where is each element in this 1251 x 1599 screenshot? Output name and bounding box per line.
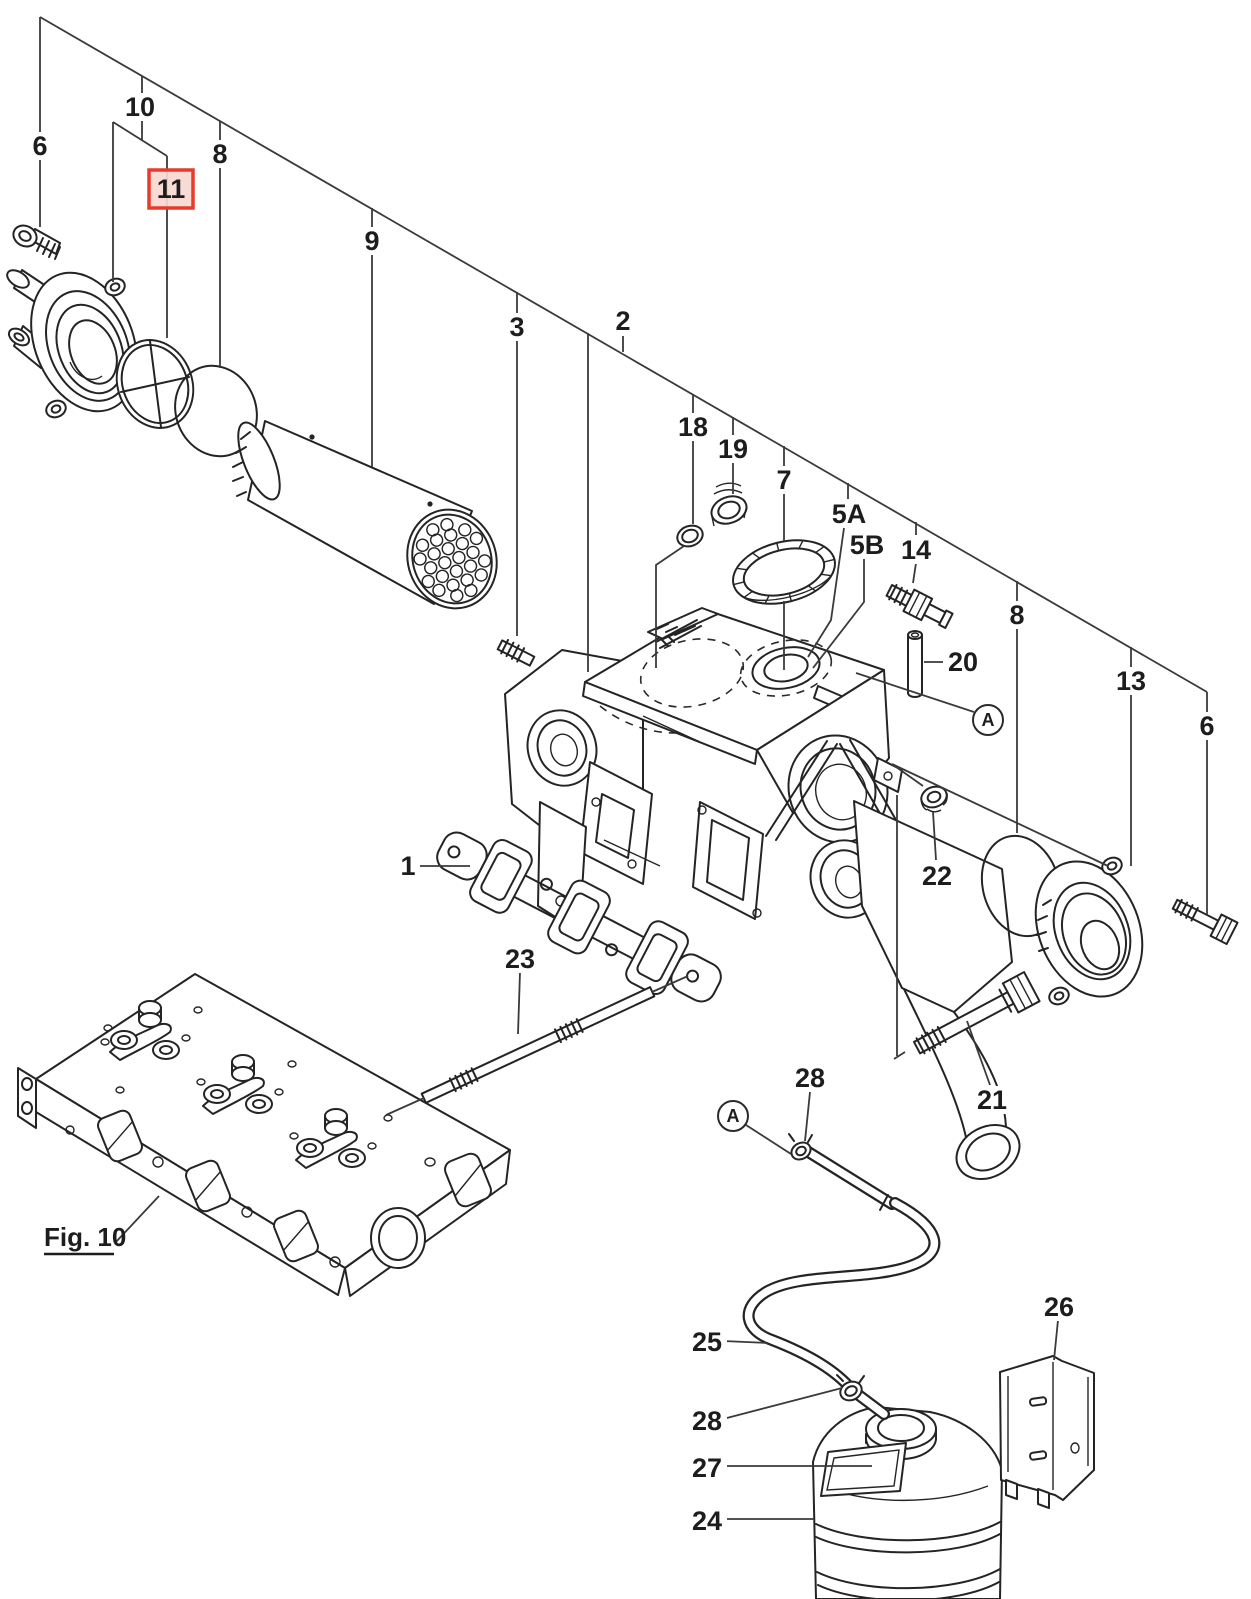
rocker-cluster bbox=[196, 1054, 284, 1115]
callout-label-28-lower[interactable]: 28 bbox=[692, 1406, 722, 1436]
callout-11[interactable]: 11 bbox=[147, 168, 195, 210]
part-plug-19 bbox=[710, 482, 748, 527]
callout-6-left[interactable]: 6 bbox=[28, 131, 52, 161]
callout-label-26[interactable]: 26 bbox=[1044, 1292, 1074, 1322]
callout-label-3[interactable]: 3 bbox=[509, 312, 524, 342]
callout-14[interactable]: 14 bbox=[896, 535, 936, 565]
callout-label-5B[interactable]: 5B bbox=[850, 530, 885, 560]
hose-clamp-lower bbox=[836, 1374, 865, 1402]
callout-8-right[interactable]: 8 bbox=[1005, 600, 1029, 630]
callout-label-25[interactable]: 25 bbox=[692, 1327, 722, 1357]
callout-label-19[interactable]: 19 bbox=[718, 434, 748, 464]
callout-24[interactable]: 24 bbox=[687, 1506, 727, 1536]
callout-1[interactable]: 1 bbox=[396, 851, 420, 881]
view-marker-circle bbox=[717, 1100, 749, 1132]
callout-5B[interactable]: 5B bbox=[847, 530, 887, 560]
part-hose-and-pipe bbox=[742, 1133, 941, 1420]
callout-25[interactable]: 25 bbox=[687, 1327, 727, 1357]
callout-label-8-left[interactable]: 8 bbox=[212, 139, 227, 169]
part-packing-ring-18 bbox=[676, 524, 704, 548]
callout-label-6-right[interactable]: 6 bbox=[1199, 711, 1214, 741]
part-reserve-tank bbox=[812, 1406, 1003, 1599]
view-marker-label: A bbox=[982, 710, 995, 730]
callout-label-13[interactable]: 13 bbox=[1116, 666, 1146, 696]
part-o-ring-left bbox=[174, 364, 258, 458]
callout-19[interactable]: 19 bbox=[713, 434, 753, 464]
callout-label-5A[interactable]: 5A bbox=[832, 499, 867, 529]
callout-10[interactable]: 10 bbox=[120, 92, 160, 122]
callout-9[interactable]: 9 bbox=[360, 226, 384, 256]
part-oil-cooler-core bbox=[232, 420, 498, 610]
callout-label-9[interactable]: 9 bbox=[364, 226, 379, 256]
callout-label-24[interactable]: 24 bbox=[692, 1506, 722, 1536]
callout-7[interactable]: 7 bbox=[772, 465, 796, 495]
part-stud-long-23 bbox=[385, 975, 689, 1116]
callout-label-14[interactable]: 14 bbox=[901, 535, 931, 565]
part-bolt-long-21 bbox=[893, 971, 1041, 1060]
part-manifold-gasket bbox=[436, 831, 722, 1003]
callout-27[interactable]: 27 bbox=[687, 1453, 727, 1483]
view-marker-A-lower: A bbox=[717, 1100, 749, 1132]
hose-clamp-upper bbox=[788, 1133, 813, 1161]
part-bolt-upper-left bbox=[12, 224, 61, 260]
callout-13[interactable]: 13 bbox=[1111, 666, 1151, 696]
callout-label-18[interactable]: 18 bbox=[678, 412, 708, 442]
figure-caption: Fig. 10 bbox=[44, 1222, 126, 1252]
callout-21[interactable]: 21 bbox=[972, 1085, 1012, 1115]
callout-label-11[interactable]: 11 bbox=[157, 174, 186, 204]
part-cylinder-head bbox=[17, 973, 511, 1297]
part-thermostat-cover bbox=[6, 269, 138, 419]
callout-label-20[interactable]: 20 bbox=[948, 647, 978, 677]
rocker-cluster bbox=[289, 1108, 377, 1169]
part-joint-nipple-14 bbox=[885, 584, 954, 629]
head-front-ports bbox=[65, 1109, 341, 1268]
callout-28-lower[interactable]: 28 bbox=[687, 1406, 727, 1436]
callout-5A[interactable]: 5A bbox=[829, 499, 869, 529]
callout-label-28-upper[interactable]: 28 bbox=[795, 1063, 825, 1093]
callout-22[interactable]: 22 bbox=[917, 861, 957, 891]
callout-label-7[interactable]: 7 bbox=[776, 465, 791, 495]
view-marker-circle bbox=[972, 704, 1004, 736]
part-bolt-right bbox=[1171, 898, 1239, 946]
callout-label-2[interactable]: 2 bbox=[615, 306, 630, 336]
callout-label-8-right[interactable]: 8 bbox=[1009, 600, 1024, 630]
callout-26[interactable]: 26 bbox=[1039, 1292, 1079, 1322]
part-stud-short bbox=[496, 638, 536, 667]
part-end-cover-13 bbox=[1034, 856, 1144, 1006]
view-marker-layer: AA bbox=[717, 704, 1004, 1132]
highlight-box bbox=[147, 168, 195, 210]
callout-28-upper[interactable]: 28 bbox=[790, 1063, 830, 1093]
callout-label-6-left[interactable]: 6 bbox=[32, 131, 47, 161]
view-marker-A-right: A bbox=[972, 704, 1004, 736]
tank-label-plate bbox=[820, 1442, 907, 1497]
callout-6-right[interactable]: 6 bbox=[1195, 711, 1219, 741]
callout-label-22[interactable]: 22 bbox=[922, 861, 952, 891]
rocker-cluster bbox=[103, 1000, 191, 1061]
callout-2[interactable]: 2 bbox=[611, 306, 635, 336]
part-pipe-20 bbox=[907, 630, 923, 698]
view-marker-label: A bbox=[727, 1106, 740, 1126]
callout-label-10[interactable]: 10 bbox=[125, 92, 155, 122]
callout-23[interactable]: 23 bbox=[500, 944, 540, 974]
part-filler-cap bbox=[732, 539, 836, 605]
callout-label-21[interactable]: 21 bbox=[977, 1085, 1007, 1115]
callout-18[interactable]: 18 bbox=[673, 412, 713, 442]
callout-20[interactable]: 20 bbox=[943, 647, 983, 677]
figure-caption-group: Fig. 10 bbox=[44, 1222, 126, 1256]
callout-3[interactable]: 3 bbox=[505, 312, 529, 342]
callout-label-1[interactable]: 1 bbox=[400, 851, 415, 881]
part-bracket-26 bbox=[999, 1355, 1095, 1509]
part-nut-22 bbox=[920, 785, 948, 813]
part-manifold-tank-assembly bbox=[504, 607, 1021, 1180]
core-honeycomb bbox=[413, 517, 492, 603]
callout-label-23[interactable]: 23 bbox=[505, 944, 535, 974]
callout-label-27[interactable]: 27 bbox=[692, 1453, 722, 1483]
callout-8-left[interactable]: 8 bbox=[208, 139, 232, 169]
